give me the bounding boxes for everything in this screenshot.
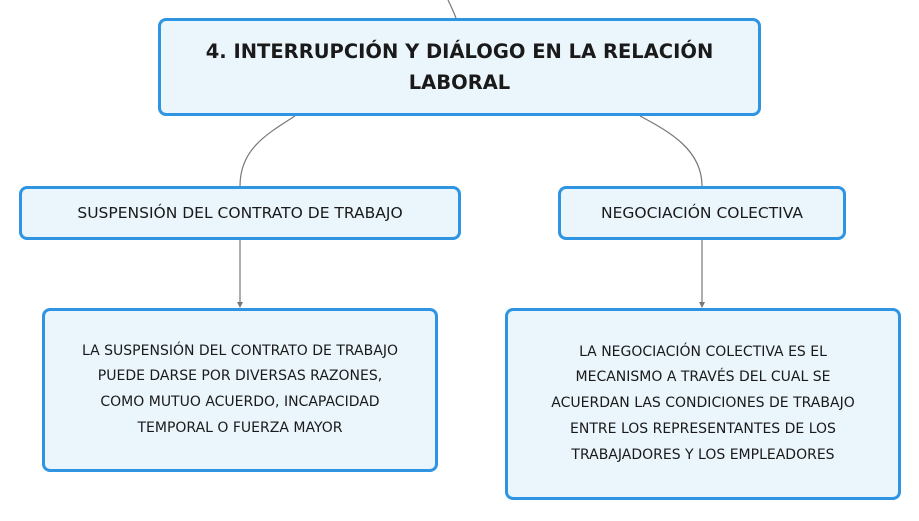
detail-negociacion-node[interactable]: LA NEGOCIACIÓN COLECTIVA ES EL MECANISMO… [505, 308, 901, 500]
subtopic-suspension-node[interactable]: SUSPENSIÓN DEL CONTRATO DE TRABAJO [19, 186, 461, 240]
detail-suspension-line: TEMPORAL O FUERZA MAYOR [137, 419, 343, 436]
detail-suspension-line: LA SUSPENSIÓN DEL CONTRATO DE TRABAJO [82, 342, 398, 359]
detail-suspension-node[interactable]: LA SUSPENSIÓN DEL CONTRATO DE TRABAJO PU… [42, 308, 438, 472]
detail-suspension-line: PUEDE DARSE POR DIVERSAS RAZONES, [97, 368, 383, 385]
detail-negociacion-line: ENTRE LOS REPRESENTANTES DE LOS [570, 420, 836, 437]
subtopic-negociacion-label: NEGOCIACIÓN COLECTIVA [601, 204, 803, 222]
arrowhead-negociacion-detail [699, 302, 705, 308]
main-topic-line-2: LABORAL [408, 71, 511, 94]
connector-incoming [447, 0, 457, 19]
main-topic-node[interactable]: 4. INTERRUPCIÓN Y DIÁLOGO EN LA RELACIÓN… [158, 18, 761, 116]
connector-main-to-suspension [239, 115, 296, 187]
detail-negociacion-line: MECANISMO A TRAVÉS DEL CUAL SE [575, 369, 831, 386]
connector-main-to-negociacion [639, 115, 703, 187]
main-topic-line-1: 4. INTERRUPCIÓN Y DIÁLOGO EN LA RELACIÓN [205, 39, 714, 63]
subtopic-suspension-label: SUSPENSIÓN DEL CONTRATO DE TRABAJO [77, 204, 403, 222]
arrowhead-suspension-detail [237, 302, 243, 308]
subtopic-negociacion-node[interactable]: NEGOCIACIÓN COLECTIVA [558, 186, 846, 240]
detail-negociacion-line: ACUERDAN LAS CONDICIONES DE TRABAJO [551, 395, 855, 412]
detail-negociacion-line: LA NEGOCIACIÓN COLECTIVA ES EL [579, 343, 827, 360]
detail-suspension-line: COMO MUTUO ACUERDO, INCAPACIDAD [100, 394, 380, 410]
detail-negociacion-line: TRABAJADORES Y LOS EMPLEADORES [571, 446, 835, 463]
